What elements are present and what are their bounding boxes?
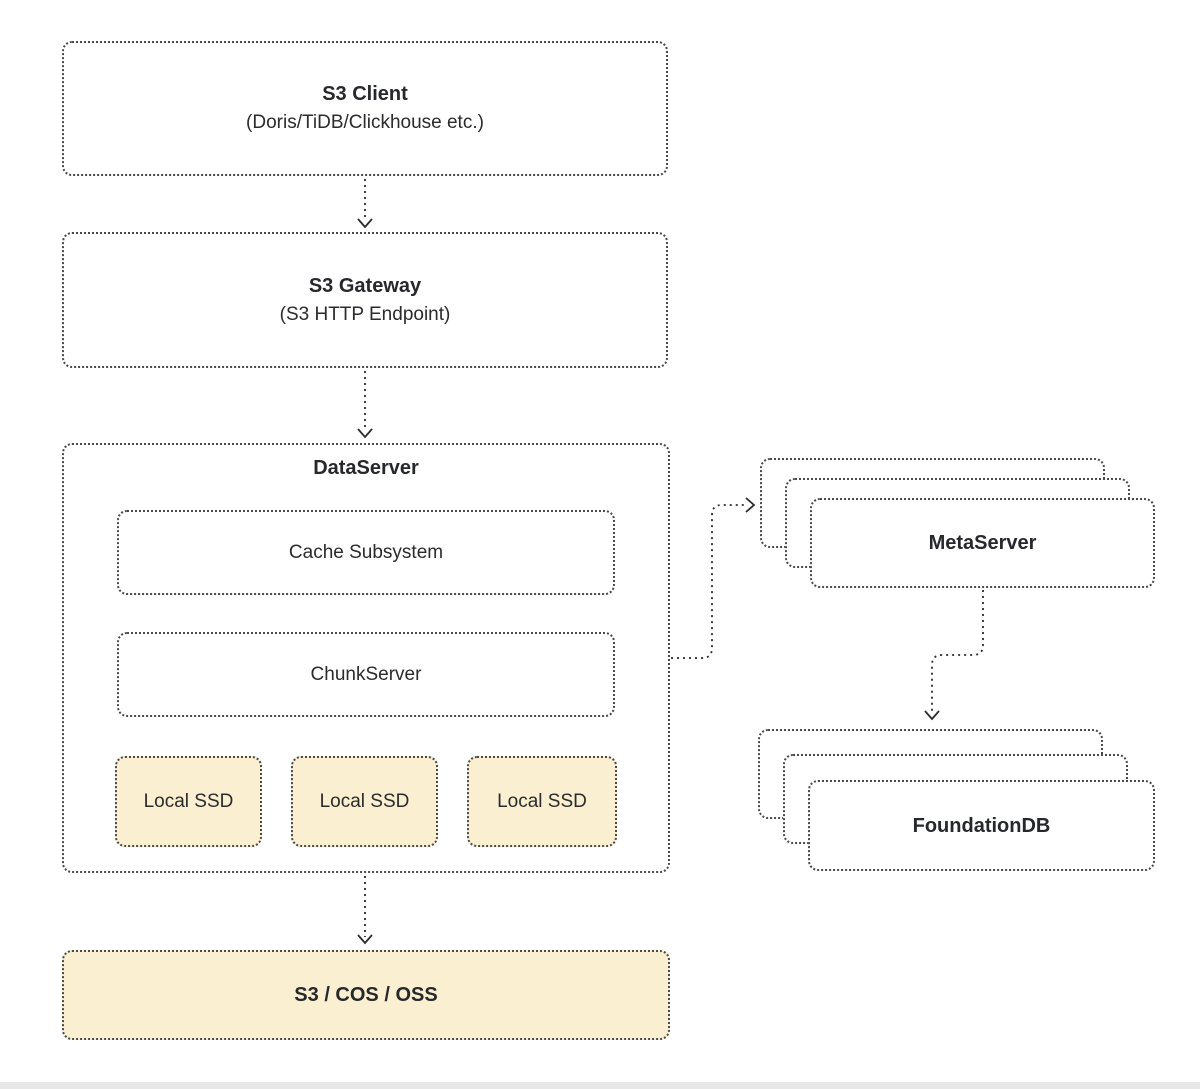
node-meta-server: MetaServer — [810, 498, 1155, 588]
data-server-title: DataServer — [313, 457, 419, 479]
arrowhead-dataserver-to-storage — [357, 934, 373, 945]
arrowhead-client-to-gateway — [357, 218, 373, 229]
arrow-dataserver-to-metaserver — [671, 504, 747, 659]
object-storage-title: S3 / COS / OSS — [294, 984, 438, 1006]
node-local-ssd-1: Local SSD — [115, 756, 262, 847]
node-s3-gateway: S3 Gateway (S3 HTTP Endpoint) — [62, 232, 668, 368]
s3-gateway-title: S3 Gateway — [308, 274, 422, 297]
node-object-storage: S3 / COS / OSS — [62, 950, 670, 1040]
foundation-db-title: FoundationDB — [912, 814, 1051, 837]
node-foundation-db: FoundationDB — [808, 780, 1155, 871]
local-ssd-1-label: Local SSD — [143, 790, 234, 812]
node-local-ssd-2: Local SSD — [291, 756, 438, 847]
node-s3-client: S3 Client (Doris/TiDB/Clickhouse etc.) — [62, 41, 668, 176]
local-ssd-3-label: Local SSD — [497, 790, 587, 812]
arrow-metaserver-to-foundationdb — [931, 590, 984, 712]
chunk-server-label: ChunkServer — [310, 663, 422, 685]
bottom-divider-bar — [0, 1082, 1200, 1089]
arrowhead-dataserver-to-metaserver — [745, 497, 756, 513]
cache-subsystem-label: Cache Subsystem — [288, 541, 444, 563]
node-local-ssd-3: Local SSD — [467, 756, 617, 847]
s3-client-title: S3 Client — [322, 83, 408, 106]
meta-server-title: MetaServer — [928, 532, 1037, 554]
s3-gateway-subtitle: (S3 HTTP Endpoint) — [279, 303, 451, 325]
s3-client-subtitle: (Doris/TiDB/Clickhouse etc.) — [246, 112, 484, 134]
arrowhead-gateway-to-dataserver — [357, 428, 373, 439]
node-chunk-server: ChunkServer — [117, 632, 615, 717]
node-cache-subsystem: Cache Subsystem — [117, 510, 615, 595]
local-ssd-2-label: Local SSD — [319, 790, 410, 812]
arrowhead-metaserver-to-foundationdb — [924, 710, 940, 721]
